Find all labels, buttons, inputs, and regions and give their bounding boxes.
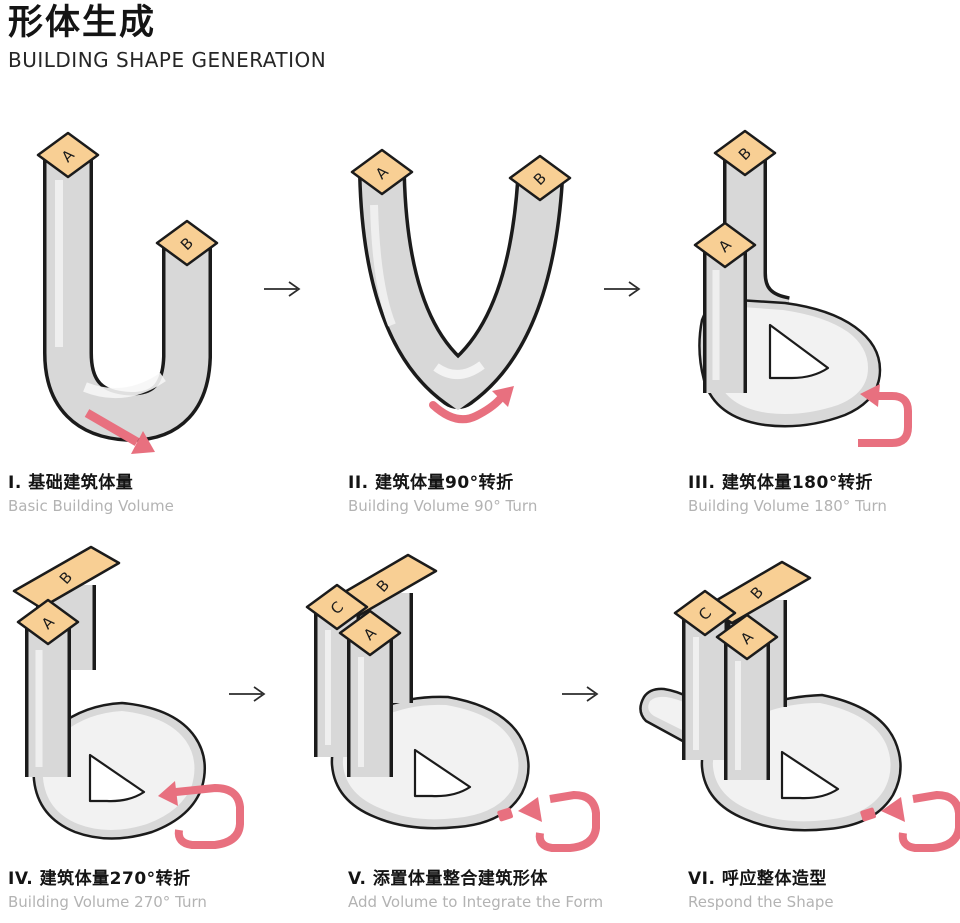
figure-step-2: A B xyxy=(350,148,572,424)
figure-step-3: B A xyxy=(693,129,912,447)
volume-u-shape xyxy=(43,155,212,442)
pink-swoosh-arrow-icon xyxy=(429,386,514,424)
page-title: 形体生成 xyxy=(8,3,157,43)
caption-zh: I. 基础建筑体量 xyxy=(8,473,134,493)
page-subtitle: BUILDING SHAPE GENERATION xyxy=(8,48,327,72)
cap-b: B xyxy=(713,129,777,177)
caption-zh: VI. 呼应整体造型 xyxy=(688,869,827,889)
figure-step-4: B A xyxy=(12,545,244,849)
base-slab xyxy=(32,701,207,840)
caption-zh: V. 添置体量整合建筑形体 xyxy=(348,869,548,889)
step-caption-1: I. 基础建筑体量 Basic Building Volume xyxy=(8,468,174,515)
tower-c xyxy=(314,607,360,757)
flow-arrow-icon xyxy=(604,281,641,297)
slab-hole xyxy=(88,753,146,803)
cap-c: C xyxy=(305,583,369,631)
tower-c xyxy=(682,613,728,760)
pink-direction-arrow-icon xyxy=(84,409,155,454)
figure-step-1: A B xyxy=(36,131,219,454)
tower-a xyxy=(25,627,71,777)
caption-en: Respond the Shape xyxy=(688,893,834,911)
cap-a: A xyxy=(715,613,779,661)
step-caption-3: III. 建筑体量180°转折 Building Volume 180° Tur… xyxy=(688,468,887,515)
cap-b: B xyxy=(155,219,219,267)
flow-arrow-icon xyxy=(264,281,301,297)
figure-step-5: B C A xyxy=(305,553,600,852)
slab-hole xyxy=(780,750,840,800)
cap-a: A xyxy=(16,598,80,646)
slab-hole xyxy=(413,748,472,798)
flow-arrow-icon xyxy=(562,686,599,702)
cap-b: B xyxy=(12,545,121,610)
pink-rotation-arrow-icon xyxy=(158,781,244,849)
tower-b xyxy=(723,153,791,340)
cap-a: A xyxy=(693,221,757,269)
cap-a: A xyxy=(36,131,100,179)
slab-hole xyxy=(768,323,830,380)
pink-rotation-arrow-icon xyxy=(860,791,960,852)
volume-v-shape xyxy=(358,174,564,411)
cap-c: C xyxy=(673,589,737,637)
caption-zh: IV. 建筑体量270°转折 xyxy=(8,869,191,889)
cap-b: B xyxy=(508,154,572,202)
caption-en: Building Volume 270° Turn xyxy=(8,893,207,911)
cap-a: A xyxy=(350,148,414,196)
tower-a xyxy=(724,637,770,780)
caption-en: Basic Building Volume xyxy=(8,497,174,515)
header: 形体生成 BUILDING SHAPE GENERATION xyxy=(8,2,326,72)
figure-step-6: B C A xyxy=(639,560,960,852)
step-caption-5: V. 添置体量整合建筑形体 Add Volume to Integrate th… xyxy=(348,864,603,911)
caption-zh: III. 建筑体量180°转折 xyxy=(688,473,873,493)
cap-a: A xyxy=(338,609,402,657)
caption-en: Building Volume 90° Turn xyxy=(348,497,538,515)
tower-a xyxy=(703,245,747,393)
caption-en: Building Volume 180° Turn xyxy=(688,497,887,515)
step-caption-4: IV. 建筑体量270°转折 Building Volume 270° Turn xyxy=(8,864,207,911)
step-caption-6: VI. 呼应整体造型 Respond the Shape xyxy=(688,864,834,911)
pink-rotation-arrow-icon xyxy=(858,384,912,447)
tower-a xyxy=(347,633,393,777)
caption-en: Add Volume to Integrate the Form xyxy=(348,893,604,911)
pink-rotation-arrow-icon xyxy=(497,791,600,852)
caption-zh: II. 建筑体量90°转折 xyxy=(348,473,514,493)
step-caption-2: II. 建筑体量90°转折 Building Volume 90° Turn xyxy=(348,468,537,515)
flow-arrow-icon xyxy=(229,686,266,702)
